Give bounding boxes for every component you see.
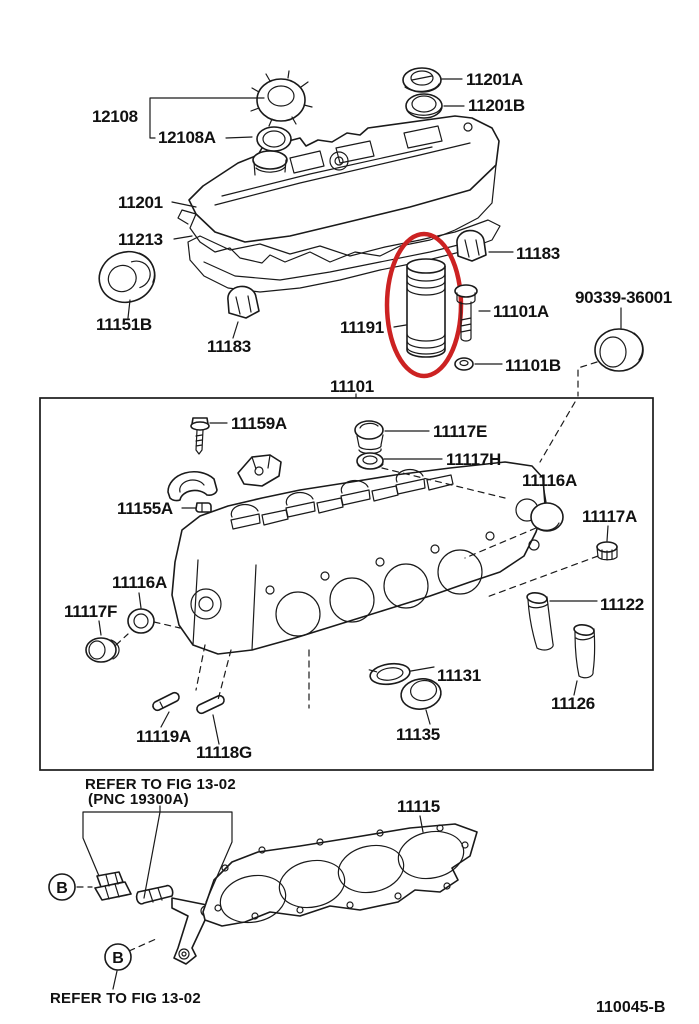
dashed-reference-lines (76, 361, 599, 952)
label-11151B[interactable]: 11151B (96, 315, 152, 334)
label-11116A-left[interactable]: 11116A (112, 573, 167, 592)
bearing-cap-drawings (167, 454, 282, 502)
label-11117A[interactable]: 11117A (582, 507, 637, 526)
label-11183-right[interactable]: 11183 (516, 244, 560, 263)
label-11201A[interactable]: 11201A (466, 70, 523, 89)
seal-11135-drawing (400, 678, 442, 710)
label-11119A[interactable]: 11119A (136, 727, 191, 746)
label-11159A[interactable]: 11159A (231, 414, 287, 433)
sensor-parts-drawing (94, 871, 174, 905)
label-11118G[interactable]: 11118G (196, 743, 252, 762)
washer-11101B-drawing (454, 357, 474, 371)
label-11155A[interactable]: 11155A (117, 499, 173, 518)
label-11191[interactable]: 11191 (340, 318, 384, 337)
pin-11119A-drawing (152, 691, 180, 712)
label-11101B[interactable]: 11101B (505, 356, 561, 375)
callout-b1: B (48, 873, 76, 901)
nut-11117A-drawing (596, 541, 618, 561)
ring-11117H-drawing (356, 452, 384, 470)
label-11117H[interactable]: 11117H (446, 450, 501, 469)
label-11131[interactable]: 11131 (437, 666, 481, 685)
grommet-11201B-drawing (405, 93, 443, 119)
label-12108[interactable]: 12108 (92, 107, 138, 126)
guide-11122-drawing (526, 592, 554, 651)
pnc-note: (PNC 19300A) (88, 791, 189, 808)
label-11201[interactable]: 11201 (118, 193, 163, 212)
cylinder-head-drawing (171, 461, 546, 655)
label-11135[interactable]: 11135 (396, 725, 440, 744)
label-11201B[interactable]: 11201B (468, 96, 525, 115)
plug-11116A-right-drawing (530, 502, 564, 532)
label-11183-left[interactable]: 11183 (207, 337, 251, 356)
parts-group-box (39, 397, 654, 771)
figure-code: 110045-B (596, 999, 665, 1016)
callout-b2: B (104, 943, 132, 971)
plug-11183-left-drawing (227, 285, 260, 319)
cap-gasket-ring (256, 126, 292, 152)
head-bolt-11101A-drawing (454, 284, 478, 342)
pin-11118G-drawing (196, 694, 225, 715)
ring-11116A-left-drawing (127, 608, 155, 634)
head-gasket-drawing (202, 823, 478, 927)
oil-filler-cap-drawing (250, 70, 313, 152)
seal-11151B-drawing (98, 250, 156, 304)
label-11122[interactable]: 11122 (600, 595, 644, 614)
label-11117F[interactable]: 11117F (64, 602, 117, 621)
plug-11183-right-drawing (456, 229, 487, 262)
leader-lines (82, 78, 622, 990)
valve-guide-11191-drawing (406, 258, 446, 358)
refer-note-bottom: REFER TO FIG 13-02 (50, 990, 201, 1007)
plug-90339-drawing (594, 328, 644, 372)
label-11126[interactable]: 11126 (551, 694, 595, 713)
callout-b1-letter: B (56, 880, 68, 897)
label-11116A-right[interactable]: 11116A (522, 471, 577, 490)
label-11213[interactable]: 11213 (118, 230, 163, 249)
callout-b2-letter: B (112, 950, 124, 967)
label-12108A[interactable]: 12108A (158, 128, 216, 147)
bolt-11159A-drawing (190, 417, 210, 455)
label-11115[interactable]: 11115 (397, 797, 440, 816)
label-11101A[interactable]: 11101A (493, 302, 549, 321)
plug-11117F-drawing (85, 637, 120, 663)
cap-11117E-drawing (354, 420, 384, 455)
guide-11126-drawing (573, 624, 596, 679)
grommet-11201A-drawing (402, 67, 442, 93)
label-11101[interactable]: 11101 (330, 377, 374, 396)
refer-note-top: REFER TO FIG 13-02 (85, 776, 236, 793)
label-90339-36001[interactable]: 90339-36001 (575, 288, 672, 307)
part-11155A-drawing (195, 502, 212, 513)
seal-11131-drawing (368, 662, 411, 686)
label-11117E[interactable]: 11117E (433, 422, 487, 441)
